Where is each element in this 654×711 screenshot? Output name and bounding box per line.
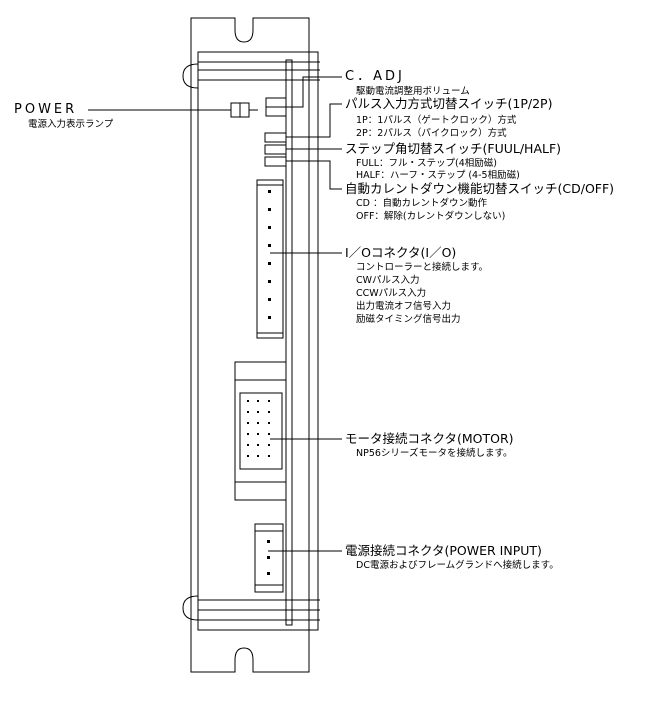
motor-connector-desc: NP56シリーズモータを接続します。 <box>356 448 513 459</box>
motor-connector <box>234 361 287 501</box>
chassis-box <box>197 51 319 631</box>
step-angle-title: ステップ角切替スイッチ(FUUL/HALF) <box>345 141 562 156</box>
current-down-opt1: CD ：自動カレントダウン動作 <box>356 198 487 209</box>
front-panel <box>285 59 293 626</box>
current-down-switch <box>264 156 287 167</box>
pulse-mode-opt2: 2P：2パルス（パイクロック）方式 <box>356 128 507 139</box>
power-input-desc: DC電源およびフレームグランドへ接続します。 <box>356 560 559 571</box>
leader-pulse-mode <box>286 103 342 138</box>
io-item: 出力電流オフ信号入力 <box>356 301 452 312</box>
c-adj-title: C．ADJ <box>345 69 405 84</box>
pulse-mode-title: パルス入力方式切替スイッチ(1P/2P) <box>345 96 553 111</box>
step-angle-opt1: FULL：フル・ステップ(4相励磁) <box>356 158 497 169</box>
step-angle-switch <box>264 144 287 155</box>
pulse-mode-switch <box>264 132 287 143</box>
c-adj-desc: 駆動電流調整用ボリューム <box>356 86 470 97</box>
io-item: CCWパルス入力 <box>356 288 427 299</box>
current-down-title: 自動カレントダウン機能切替スイッチ(CD/OFF) <box>345 181 615 196</box>
power-input-connector <box>254 523 284 593</box>
io-connector-title: I／Oコネクタ(I／O) <box>345 245 457 260</box>
motor-connector-title: モータ接続コネクタ(MOTOR) <box>345 431 514 446</box>
leader-current-down <box>286 160 342 190</box>
step-angle-opt2: HALF：ハーフ・ステップ (4-5相励磁) <box>356 170 520 181</box>
power-input-title: 電源接続コネクタ(POWER INPUT) <box>345 543 542 558</box>
power-desc: 電源入力表示ランプ <box>28 119 114 130</box>
io-item: コントローラーと接続します。 <box>356 262 489 273</box>
power-title: POWER <box>14 102 78 117</box>
leader-c-adj <box>282 76 342 108</box>
current-down-opt2: OFF：解除(カレントダウンしない) <box>356 211 506 222</box>
pulse-mode-opt1: 1P：1パルス（ゲートクロック）方式 <box>356 115 517 126</box>
io-item: 励磁タイミング信号出力 <box>356 314 461 325</box>
io-connector <box>256 179 284 339</box>
mounting-plate <box>190 17 310 673</box>
io-item: CWパルス入力 <box>356 275 420 286</box>
